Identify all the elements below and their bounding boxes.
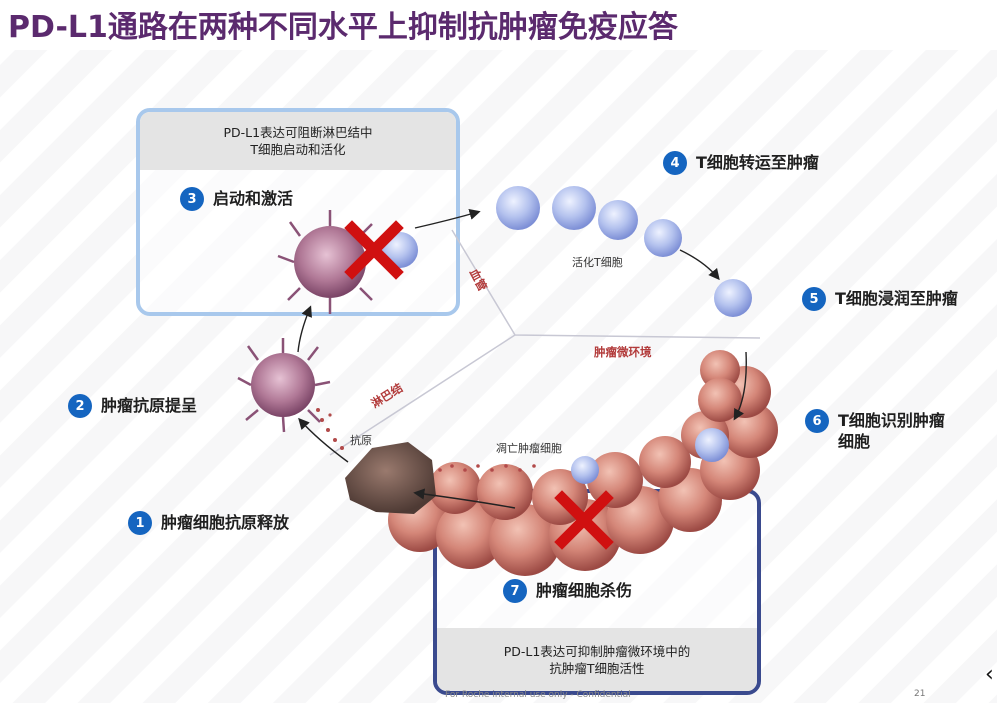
antigen-dots [316,408,536,472]
t-cells [382,186,752,484]
step-7: 7 肿瘤细胞杀伤 [503,579,633,603]
step-7-text: 肿瘤细胞杀伤 [536,581,633,600]
step-6-line2: 细胞 [838,432,871,451]
step-6-line1: T细胞识别肿瘤 [838,411,945,430]
step-2-text: 肿瘤抗原提呈 [101,396,198,415]
top-caption-line2: T细胞启动和活化 [250,142,346,157]
inhibition-x-top [344,220,404,280]
step-3-badge: 3 [180,187,204,211]
top-box-caption: PD-L1表达可阻断淋巴结中 T细胞启动和活化 [140,112,456,170]
step-1: 1 肿瘤细胞抗原释放 [128,511,290,535]
confidential-footer: For Roche internal use only - Confidenti… [445,690,631,700]
dead-tumor-cell-label: 凋亡肿瘤细胞 [496,442,562,455]
step-3: 3 启动和激活 [180,187,294,211]
step-6-text: T细胞识别肿瘤 细胞 [838,410,945,452]
dendritic-cell-upper [277,210,373,314]
dying-tumor-cell [345,442,436,514]
step-2-badge: 2 [68,394,92,418]
tumor-microenvironment-label: 肿瘤微环境 [594,345,652,359]
step-6: 6 T细胞识别肿瘤 细胞 [805,409,945,452]
region-divider-lines [329,229,761,456]
dendritic-cell-lower [237,338,331,433]
step-7-badge: 7 [503,579,527,603]
step-3-text: 启动和激活 [213,189,294,208]
step-1-badge: 1 [128,511,152,535]
step-4-text: T细胞转运至肿瘤 [696,153,819,172]
activated-t-cell-label: 活化T细胞 [572,256,623,269]
bottom-caption-line2: 抗肿瘤T细胞活性 [549,660,645,676]
bottom-box-caption: PD-L1表达可抑制肿瘤微环境中的 抗肿瘤T细胞活性 [437,628,757,691]
inhibition-x-bottom [554,490,614,550]
step-5: 5 T细胞浸润至肿瘤 [802,287,958,311]
step-2: 2 肿瘤抗原提呈 [68,394,198,418]
corner-cursor-glyph: ‹ [985,662,994,687]
top-caption-line1: PD-L1表达可阻断淋巴结中 [223,125,373,140]
step-5-text: T细胞浸润至肿瘤 [835,289,958,308]
antigen-label: 抗原 [350,434,372,447]
step-6-badge: 6 [805,409,829,433]
step-4: 4 T细胞转运至肿瘤 [663,151,819,175]
step-1-text: 肿瘤细胞抗原释放 [161,513,290,532]
bottom-caption-line1: PD-L1表达可抑制肿瘤微环境中的 [503,643,691,659]
step-5-badge: 5 [802,287,826,311]
step-4-badge: 4 [663,151,687,175]
page-number: 21 [914,689,926,699]
slide-title: PD-L1通路在两种不同水平上抑制抗肿瘤免疫应答 [8,10,678,45]
cycle-arrows [297,208,747,509]
